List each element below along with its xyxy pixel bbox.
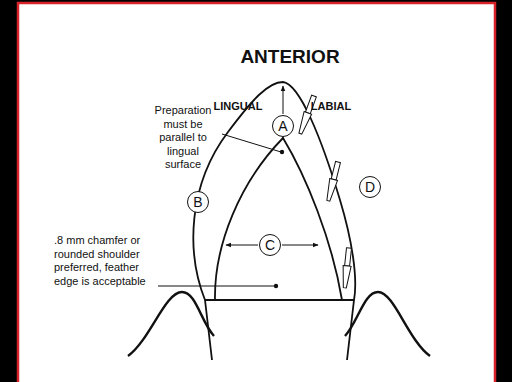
gum-line — [128, 292, 214, 356]
tooth-outline — [193, 82, 355, 300]
preparation-outline — [215, 138, 342, 300]
dimension-arrow — [283, 137, 284, 140]
leader-dot — [274, 284, 278, 288]
panel — [18, 3, 495, 382]
callout-letter: D — [365, 180, 375, 194]
callout-letter: A — [278, 119, 287, 133]
dimension-arrow — [282, 245, 318, 246]
callout-circle: C — [259, 234, 281, 256]
leader-dot — [280, 150, 284, 154]
side-label: LINGUAL — [214, 100, 263, 114]
note-text: .8 mm chamfer or rounded shoulder prefer… — [54, 234, 158, 288]
dimension-arrow — [283, 86, 284, 114]
leader-line — [158, 286, 275, 287]
gum-line — [345, 292, 430, 356]
callout-letter: B — [193, 195, 202, 209]
callout-letter: C — [265, 238, 275, 252]
dimension-arrow — [226, 245, 258, 246]
bur — [341, 248, 353, 289]
note-text: Preparation must be parallel to lingual … — [148, 104, 218, 172]
bur — [324, 161, 341, 202]
root-outline — [205, 300, 354, 360]
title: ANTERIOR — [240, 46, 339, 68]
callout-circle: B — [187, 191, 209, 213]
leader-line — [222, 134, 281, 152]
side-label: LABIAL — [311, 100, 351, 114]
dimension-arrow — [283, 137, 284, 139]
callout-circle: A — [272, 115, 294, 137]
callout-circle: D — [359, 176, 381, 198]
